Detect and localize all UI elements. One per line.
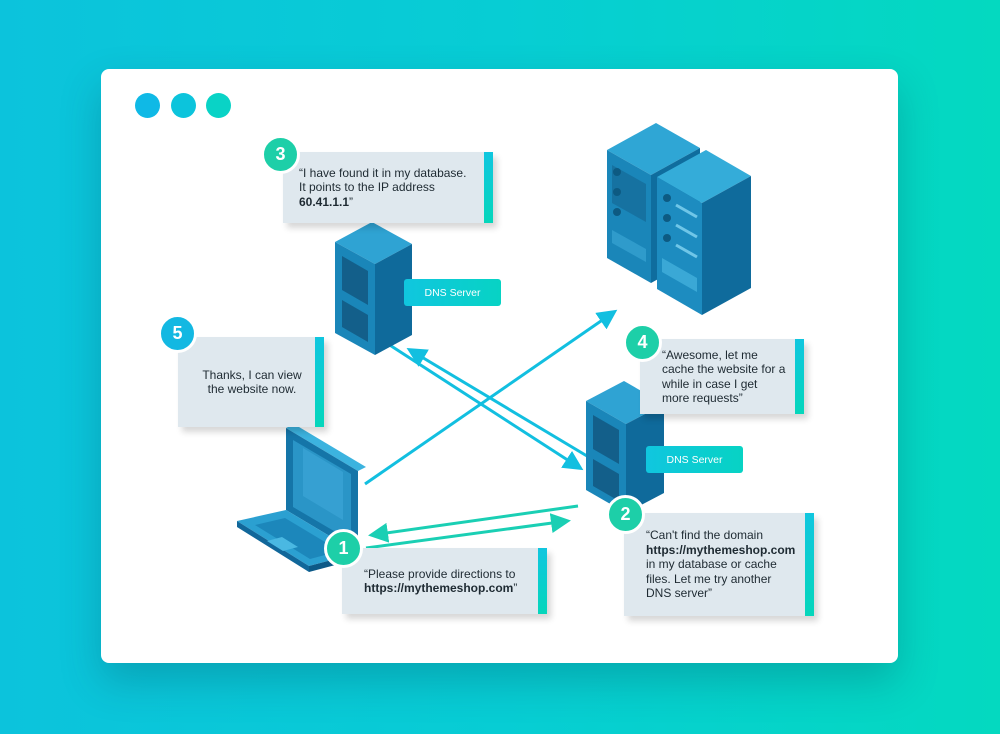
dns-server-label-bottom: DNS Server: [646, 446, 743, 473]
step-1-message: “Please provide directions to https://my…: [364, 566, 518, 596]
step-3-badge: 3: [261, 135, 300, 174]
step-5-badge: 5: [158, 314, 197, 353]
step-5-message: Thanks, I can view the website now.: [202, 367, 302, 397]
arrow-icon: [364, 309, 618, 550]
window-dot-3[interactable]: [206, 93, 231, 118]
step-2-message-card: “Can't find the domain https://mythemesh…: [624, 513, 814, 616]
card-accent-bar: [795, 339, 804, 414]
step-5-message-card: Thanks, I can view the website now.: [178, 337, 324, 427]
step-1-message-card: “Please provide directions to https://my…: [342, 548, 547, 614]
step-4-message-card: “Awesome, let me cache the website for a…: [640, 339, 804, 414]
dns-server-icon: [335, 222, 412, 355]
step-1-badge: 1: [324, 529, 363, 568]
window-dot-1[interactable]: [135, 93, 160, 118]
step-2-badge: 2: [606, 495, 645, 534]
step-2-message: “Can't find the domain https://mythemesh…: [646, 528, 796, 601]
web-server-icon: [607, 123, 751, 315]
card-accent-bar: [315, 337, 324, 427]
card-accent-bar: [538, 548, 547, 614]
step-4-badge: 4: [623, 323, 662, 362]
window-dot-2[interactable]: [171, 93, 196, 118]
card-accent-bar: [805, 513, 814, 616]
step-3-message-card: “I have found it in my database. It poin…: [283, 152, 493, 223]
dns-server-label-top: DNS Server: [404, 279, 501, 306]
step-3-message: “I have found it in my database. It poin…: [299, 165, 467, 209]
step-4-message: “Awesome, let me cache the website for a…: [662, 347, 786, 406]
card-accent-bar: [484, 152, 493, 223]
